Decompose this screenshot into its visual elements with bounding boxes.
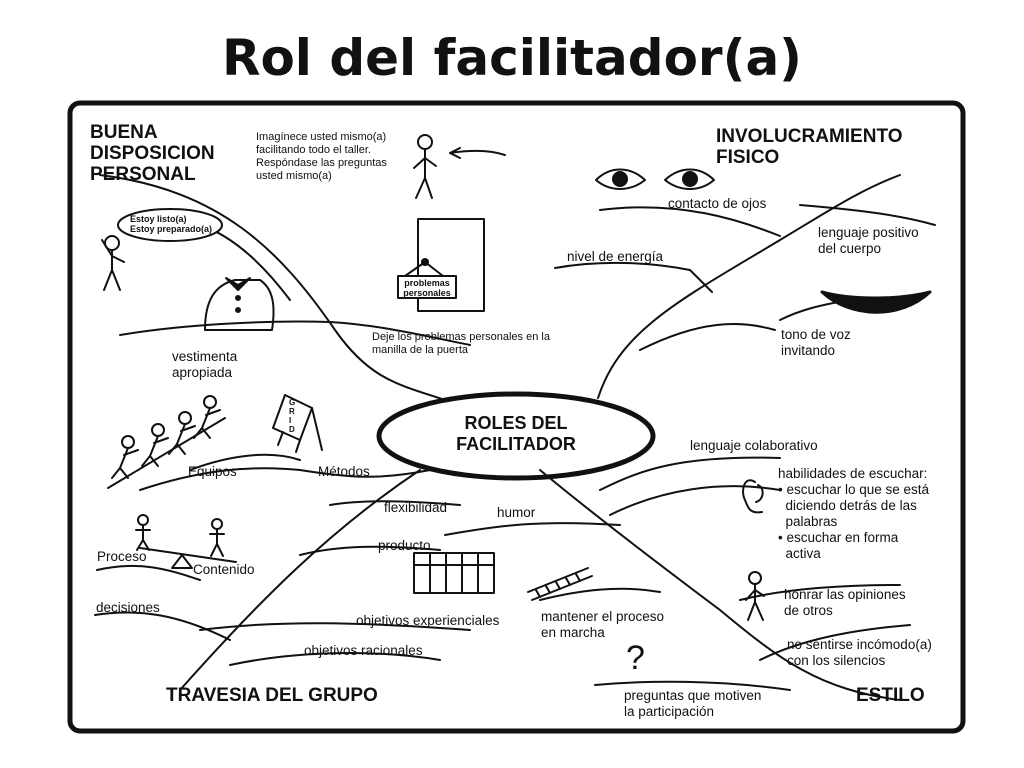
honrar-label: honrar las opiniones de otros bbox=[784, 587, 906, 618]
equipos-label: Equipos bbox=[188, 464, 237, 479]
product-grid-icon bbox=[413, 552, 495, 594]
center-oval bbox=[376, 391, 656, 481]
door-sign: problemas personales bbox=[403, 278, 451, 298]
voz-label: tono de voz invitando bbox=[781, 327, 851, 358]
humor-label: humor bbox=[497, 505, 536, 520]
heading-estilo: ESTILO bbox=[856, 685, 925, 706]
heading-travesia-del-grupo: TRAVESIA DEL GRUPO bbox=[166, 685, 378, 706]
seesaw-icon bbox=[135, 514, 237, 569]
experienciales-label: objetivos experienciales bbox=[356, 613, 500, 628]
heading-buena-disposicion: BUENA DISPOSICION PERSONAL bbox=[90, 122, 215, 185]
team-climbing-icon bbox=[107, 395, 226, 489]
vestimenta-label: vestimenta apropiada bbox=[172, 349, 238, 380]
easel-icon bbox=[272, 394, 323, 453]
arrow-icon bbox=[449, 147, 506, 159]
walking-person-icon bbox=[745, 571, 765, 621]
ladder-icon bbox=[527, 567, 593, 601]
speaking-person-icon bbox=[101, 208, 223, 291]
escuchar-label: habilidades de escuchar: • escuchar lo q… bbox=[778, 466, 930, 561]
racionales-label: objetivos racionales bbox=[304, 643, 423, 658]
page-title: Rol del facilitador(a) bbox=[221, 29, 803, 87]
branch-top-left bbox=[99, 174, 446, 401]
flexibilidad-label: flexibilidad bbox=[384, 500, 448, 515]
heading-involucramiento-fisico: INVOLUCRAMIENTO FISICO bbox=[716, 126, 903, 168]
smile-icon bbox=[820, 290, 932, 314]
metodos-label: Métodos bbox=[318, 464, 370, 479]
mantener-label: mantener el proceso en marcha bbox=[541, 609, 665, 640]
door-icon bbox=[397, 218, 485, 312]
proceso-label: Proceso bbox=[97, 549, 147, 564]
eyes-icon bbox=[595, 168, 715, 190]
imagine-note: Imagínece usted mismo(a) facilitando tod… bbox=[256, 131, 387, 182]
contacto-label: contacto de ojos bbox=[668, 196, 767, 211]
diagram-frame bbox=[67, 100, 966, 734]
preguntas-label: preguntas que motiven la participación bbox=[624, 688, 762, 719]
decisiones-label: decisiones bbox=[96, 600, 160, 615]
door-caption: Deje los problemas personales en la mani… bbox=[372, 331, 550, 356]
contenido-label: Contenido bbox=[193, 562, 255, 577]
energia-label: nivel de energía bbox=[567, 249, 664, 264]
colaborativo-label: lenguaje colaborativo bbox=[690, 438, 818, 453]
speech-bubble-text: Estoy listo(a) Estoy preparado(a) bbox=[130, 214, 213, 234]
question-mark-icon: ? bbox=[626, 639, 645, 677]
silencios-label: no sentirse incómodo(a) con los silencio… bbox=[787, 637, 932, 668]
producto-label: producto bbox=[378, 538, 431, 553]
branch-bottom-left bbox=[179, 469, 421, 691]
branch-top-right bbox=[597, 174, 901, 399]
lenguaje-cuerpo-label: lenguaje positivo del cuerpo bbox=[818, 225, 919, 256]
grid-letters: G R I D bbox=[289, 398, 296, 434]
center-label: ROLES DEL FACILITADOR bbox=[456, 413, 576, 454]
dressed-person-icon bbox=[204, 277, 275, 331]
ear-icon bbox=[742, 479, 764, 514]
branch-bottom-right bbox=[539, 469, 901, 701]
thinking-person-icon bbox=[413, 134, 437, 199]
